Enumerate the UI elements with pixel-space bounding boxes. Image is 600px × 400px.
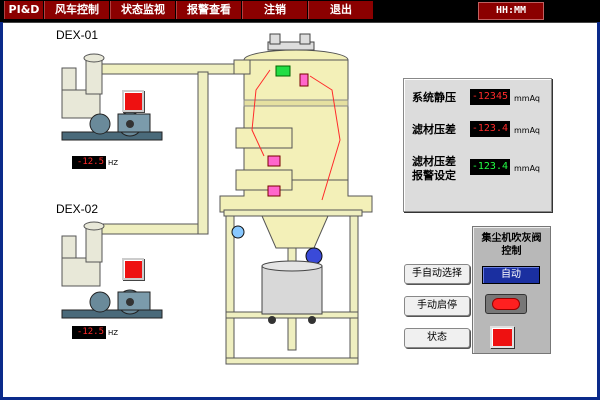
top-menu-bar: PI&D 风车控制 状态监视 报警查看 注销 退出 HH:MM: [0, 0, 600, 23]
blower-dex01-hz-unit: HZ: [108, 159, 119, 167]
frame-right-border: [597, 22, 600, 400]
blower-dex02-hz-unit: HZ: [108, 329, 119, 337]
dust-collector-vessel: [219, 33, 373, 365]
start-stop-toggle[interactable]: [485, 294, 527, 314]
manual-auto-select-button[interactable]: 手自动选择: [404, 264, 470, 284]
filter-diff-pressure-unit: mmAq: [514, 126, 540, 135]
menu-logout-button[interactable]: 注销: [242, 1, 308, 19]
control-panel-title-line2: 控制: [501, 246, 522, 257]
blower-label-dex01: DEX-01: [56, 28, 99, 42]
frame-bottom-border: [0, 397, 600, 400]
blower-label-dex02: DEX-02: [56, 202, 99, 216]
pipe-dex02: [97, 71, 209, 235]
control-panel-title: 集尘机吹灰阀 控制: [473, 232, 550, 258]
filter-alarm-setpoint-label-line1: 滤材压差: [412, 155, 456, 168]
blower-dex01-status-indicator[interactable]: [122, 90, 144, 112]
pipe-dex01: [87, 63, 253, 85]
filter-alarm-setpoint-value[interactable]: -123.4: [470, 159, 510, 175]
process-diagram: [61, 33, 373, 365]
system-static-pressure-unit: mmAq: [514, 94, 540, 103]
system-static-pressure-value: -12345: [470, 89, 510, 105]
blower-dex02-hz-value: -12.5: [72, 326, 106, 339]
filter-alarm-setpoint-unit: mmAq: [514, 164, 540, 173]
clock-display: HH:MM: [478, 2, 544, 20]
toggle-lamp-indicator: [492, 298, 520, 310]
menu-fan-control-button[interactable]: 风车控制: [44, 1, 110, 19]
blower-dex02-status-indicator[interactable]: [122, 258, 144, 280]
system-static-pressure-label: 系统静压: [412, 91, 456, 104]
blower-dex01-hz-value: -12.5: [72, 156, 106, 169]
filter-alarm-setpoint-label-line2: 报警设定: [412, 169, 456, 182]
filter-diff-pressure-value: -123.4: [470, 121, 510, 137]
blower-dex01: [61, 53, 163, 141]
frame-left-border: [0, 22, 3, 400]
blower-dex02: [61, 221, 163, 319]
menu-pid-button[interactable]: PI&D: [4, 1, 44, 19]
auto-mode-button[interactable]: 自动: [482, 266, 540, 284]
menu-alarm-view-button[interactable]: 报警查看: [176, 1, 242, 19]
pressure-readout-panel: 系统静压 -12345 mmAq 滤材压差 -123.4 mmAq 滤材压差 报…: [403, 78, 552, 212]
status-button[interactable]: 状态: [404, 328, 470, 348]
control-panel-title-line1: 集尘机吹灰阀: [481, 233, 542, 244]
manual-start-stop-button[interactable]: 手动启停: [404, 296, 470, 316]
valve-status-indicator: [490, 326, 514, 348]
menu-exit-button[interactable]: 退出: [308, 1, 374, 19]
menu-status-monitor-button[interactable]: 状态监视: [110, 1, 176, 19]
filter-diff-pressure-label: 滤材压差: [412, 123, 456, 136]
